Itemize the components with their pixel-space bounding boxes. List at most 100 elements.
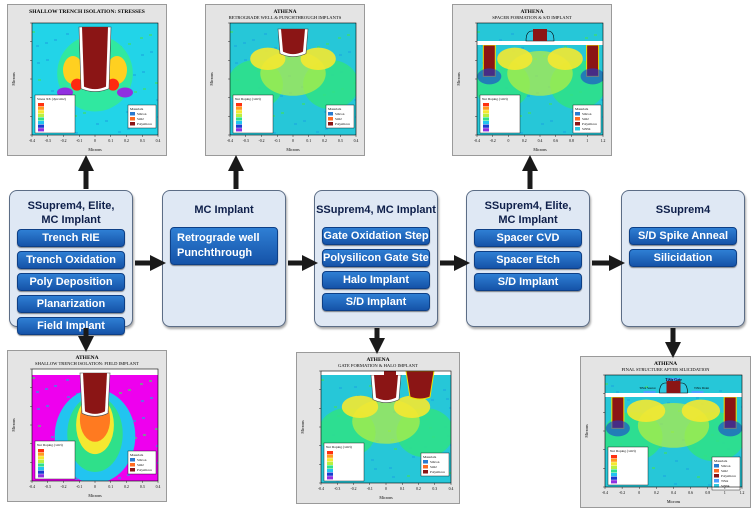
x-tick-label: -0.1	[274, 139, 280, 143]
doping-legend: Net Doping (/cm3)	[323, 442, 365, 482]
step-trench-rie: Trench RIE	[17, 229, 125, 247]
step-list: Trench RIE Trench Oxidation Poly Deposit…	[17, 229, 125, 339]
process-box-mc-implant: MC Implant Retrograde well Punchthrough	[162, 190, 286, 327]
x-tick-label: -0.1	[76, 485, 82, 489]
x-tick-label: -0.4	[602, 491, 608, 495]
y-axis-label: Microns	[11, 418, 16, 432]
x-tick-label: 0	[638, 491, 640, 495]
x-tick-label: 0.4	[449, 487, 454, 491]
materials-title: Materials	[328, 107, 342, 111]
plot-subtitle: GATE FORMATION & HALO IMPLANT	[338, 363, 418, 368]
x-tick-label: 0.4	[156, 139, 161, 143]
material-label: Silicon	[721, 464, 731, 468]
plot-subtitle: SPACER FORMATION & S/D IMPLANT	[492, 15, 572, 20]
doping-legend: Net Doping (/cm3)	[479, 94, 521, 134]
step-spacer-etch: Spacer Etch	[474, 251, 582, 269]
gate-poly	[533, 29, 547, 41]
materials-title: Materials	[714, 459, 728, 463]
step-trench-oxidation: Trench Oxidation	[17, 251, 125, 269]
step-retrograde-well: Retrograde well Punchthrough	[170, 227, 278, 265]
x-tick-label: 0.2	[654, 491, 659, 495]
step-poly-deposition: Poly Deposition	[17, 273, 125, 291]
material-label: SiO2	[137, 117, 144, 121]
step-list: Retrograde well Punchthrough	[170, 227, 278, 269]
material-label: Silicon	[137, 458, 147, 462]
step-silicidation: Silicidation	[629, 249, 737, 267]
legend-title: Net Doping (/cm3)	[326, 445, 352, 449]
x-tick-label: 0.4	[156, 485, 161, 489]
x-tick-label: -0.3	[45, 485, 51, 489]
material-label: Si3N4	[721, 484, 730, 488]
x-tick-label: 0.1	[108, 139, 113, 143]
plot-title: ATHENA	[75, 355, 98, 361]
x-tick-label: 0.6	[688, 491, 693, 495]
plot-title: ATHENA	[366, 357, 389, 363]
x-tick-label: 0.4	[538, 139, 543, 143]
box-title: MC Implant	[194, 204, 254, 216]
plot-title: SHALLOW TRENCH ISOLATION: STRESSES	[29, 9, 145, 15]
step-list: S/D Spike Anneal Silicidation	[629, 227, 737, 271]
material-label: Polysilicon	[137, 468, 152, 472]
plot-title: ATHENA	[654, 361, 677, 367]
x-tick-label: 0.3	[432, 487, 437, 491]
doping-legend: Stress XX (dyn/cm2)	[34, 94, 76, 134]
doping-legend: Net Doping (/cm3)	[34, 440, 76, 480]
doping-legend: Net Doping (/cm3)	[607, 446, 649, 486]
step-planarization: Planarization	[17, 295, 125, 313]
material-label: SiO2	[335, 117, 342, 121]
legend-title: Net Doping (/cm3)	[37, 443, 63, 447]
label-drain: TiSix Drain	[694, 386, 709, 390]
step-field-implant: Field Implant	[17, 317, 125, 335]
x-tick-label: 0	[292, 139, 294, 143]
material-label: Polysilicon	[137, 122, 152, 126]
process-box-trench: SSuprem4, Elite, MC Implant Trench RIE T…	[9, 190, 133, 335]
x-tick-label: 0.8	[569, 139, 574, 143]
x-tick-label: -0.4	[227, 139, 233, 143]
box-title: SSuprem4, Elite, MC Implant	[27, 200, 115, 226]
x-tick-label: -0.2	[619, 491, 625, 495]
x-axis-label: Microns	[667, 499, 681, 504]
material-label: Polysilicon	[721, 474, 736, 478]
x-tick-label: 0.1	[108, 485, 113, 489]
material-label: SiO2	[430, 465, 437, 469]
material-label: Polysilicon	[582, 122, 597, 126]
gate-poly	[666, 381, 681, 393]
x-tick-label: 0.6	[553, 139, 558, 143]
x-tick-label: -0.1	[76, 139, 82, 143]
x-tick-label: -0.2	[490, 139, 496, 143]
x-tick-label: -0.4	[29, 485, 35, 489]
material-label: Silicon	[335, 112, 345, 116]
trench-fill-2	[405, 371, 435, 400]
x-tick-label: 0.4	[671, 491, 676, 495]
material-label: Silicon	[582, 112, 592, 116]
simulation-plot: SHALLOW TRENCH ISOLATION: STRESSES Stress…	[11, 9, 161, 152]
x-axis-label: Microns	[533, 147, 547, 152]
materials-title: Materials	[130, 453, 144, 457]
process-box-anneal: SSuprem4 S/D Spike Anneal Silicidation	[621, 190, 745, 327]
material-label: Si3N4	[582, 127, 591, 131]
material-label: Silicon	[137, 112, 147, 116]
step-halo-implant: Halo Implant	[322, 271, 430, 289]
x-tick-label: 0	[94, 485, 96, 489]
step-spacer-cvd: Spacer CVD	[474, 229, 582, 247]
x-tick-label: -0.3	[45, 139, 51, 143]
x-tick-label: 0.2	[522, 139, 527, 143]
plot-subtitle: RETROGRADE WELL & PUNCHTHROUGH IMPLANTS	[229, 15, 342, 20]
step-gate-oxidation: Gate Oxidation Step	[322, 227, 430, 245]
x-tick-label: -0.2	[350, 487, 356, 491]
step-sd-spike-anneal: S/D Spike Anneal	[629, 227, 737, 245]
plot-title: ATHENA	[273, 9, 296, 15]
x-tick-label: 1.2	[740, 491, 745, 495]
x-axis-label: Microns	[286, 147, 300, 152]
x-axis-label: Microns	[88, 147, 102, 152]
thumb-stresses: SHALLOW TRENCH ISOLATION: STRESSES Stress…	[7, 4, 167, 156]
materials-title: Materials	[575, 107, 589, 111]
step-sd-implant: S/D Implant	[322, 293, 430, 311]
